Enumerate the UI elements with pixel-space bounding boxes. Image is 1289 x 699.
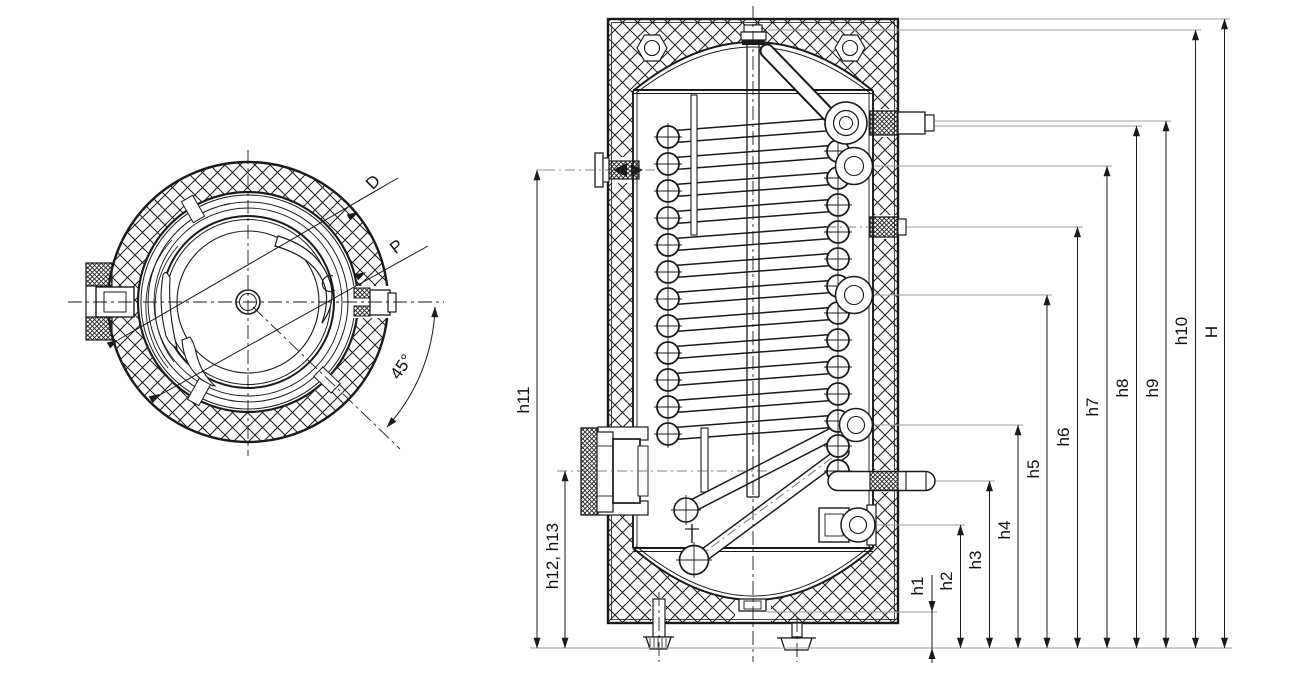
dim-label-h12-h13: h12, h13 (543, 523, 562, 589)
top-bolts (636, 34, 866, 62)
pipe-label: P (386, 236, 407, 258)
anode-rod (746, 43, 760, 498)
fitting-h2 (818, 504, 877, 546)
side-flange-plan (85, 262, 135, 341)
fitting-h6 (826, 216, 907, 238)
sensor-well-lower (700, 427, 709, 493)
outlet-pipe (759, 43, 935, 145)
pipe-leader (148, 245, 429, 403)
dimension-system: h1 h2 h3 h4 h5 h6 h7 h8 h9 h10 H h11 h12… (514, 18, 1232, 663)
right-foot (777, 618, 816, 662)
left-foot (643, 592, 674, 662)
dim-label-h5: h5 (1024, 460, 1043, 479)
dim-label-h9: h9 (1143, 379, 1162, 398)
dim-label-h8: h8 (1113, 379, 1132, 398)
fitting-h7 (834, 146, 874, 186)
drain-plug (738, 598, 767, 612)
sensor-well-upper (690, 94, 698, 236)
dim-label-h11: h11 (514, 386, 533, 413)
dimension-h1 (928, 575, 936, 663)
dim-label-h2: h2 (937, 572, 956, 591)
ring-couplings (180, 194, 341, 407)
diagonal-45-centerline (252, 306, 401, 450)
dim-label-H: H (1202, 326, 1221, 338)
top-plug (740, 24, 767, 45)
coil-exit-tubes (671, 423, 850, 578)
diameter-leader (106, 177, 399, 349)
dim-label-h7: h7 (1083, 398, 1102, 417)
cleaning-flange (580, 426, 649, 516)
angle-arc (386, 306, 439, 428)
fitting-h5 (834, 275, 874, 315)
fitting-h3 (827, 470, 936, 492)
dim-label-h6: h6 (1054, 428, 1073, 447)
dim-label-h10: h10 (1172, 317, 1191, 345)
fitting-h4 (838, 407, 874, 443)
dim-label-h1: h1 (908, 577, 927, 596)
dim-label-h4: h4 (995, 521, 1014, 540)
top-view: D P 45° (68, 150, 444, 456)
side-view (545, 6, 936, 662)
angle-label: 45° (386, 351, 416, 383)
diameter-label: D (362, 171, 384, 193)
dim-label-h3: h3 (966, 551, 985, 570)
